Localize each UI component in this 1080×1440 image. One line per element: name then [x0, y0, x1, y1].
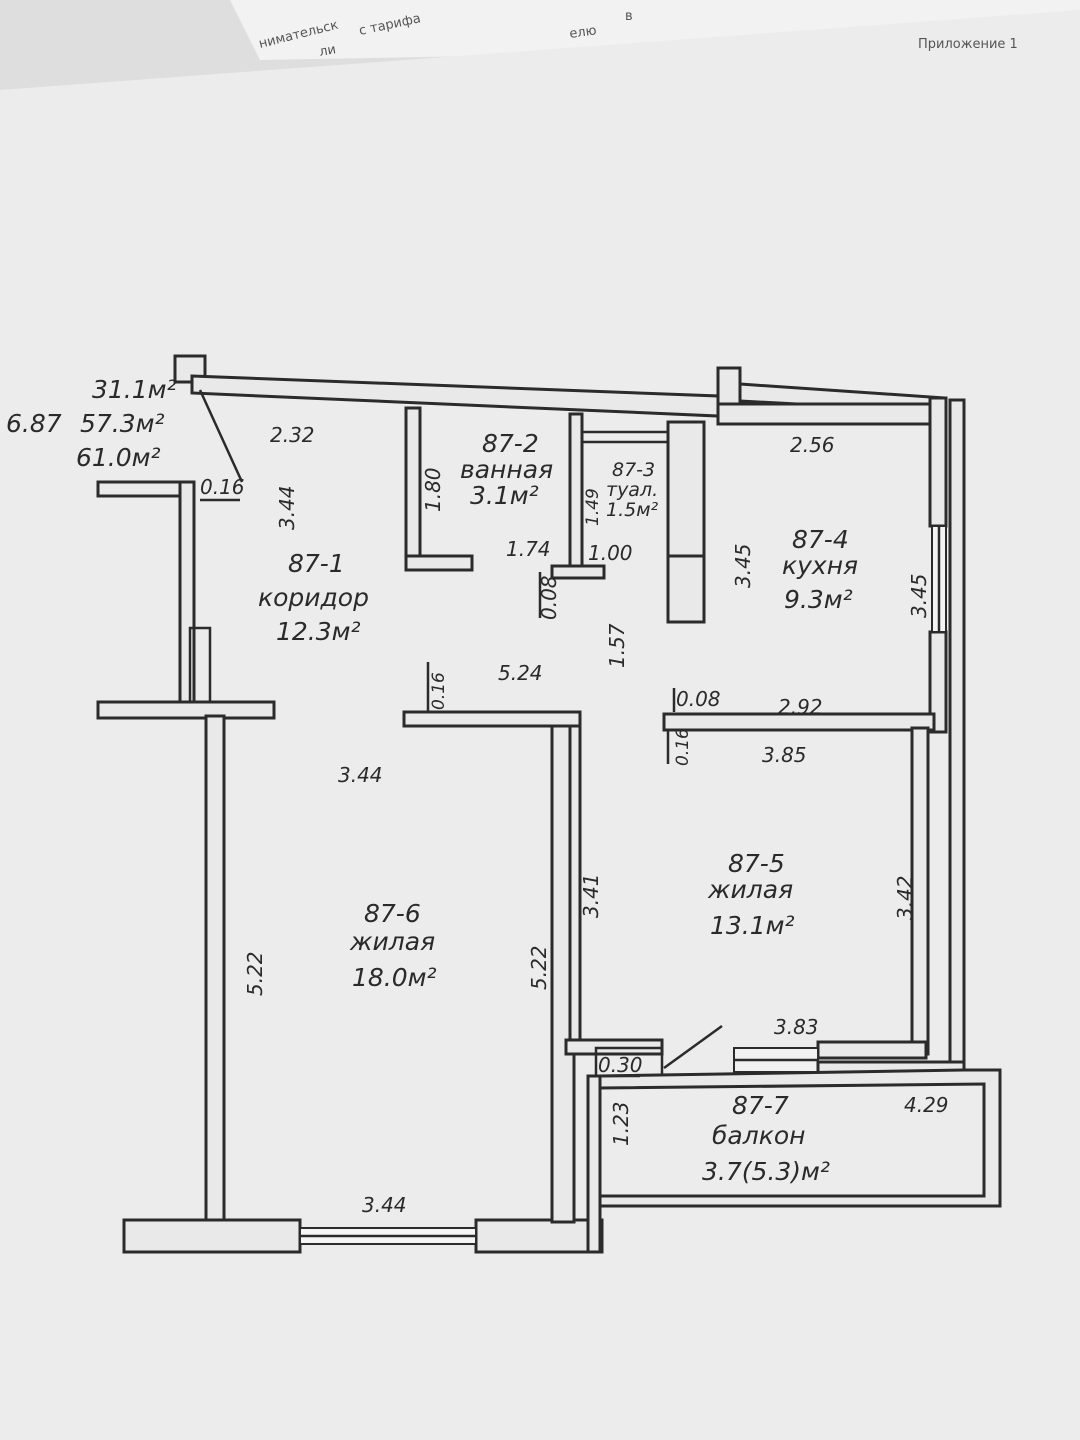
room-87-3: 87-3 туал. 1.5м² [606, 459, 659, 521]
room-name: жилая [707, 875, 793, 904]
dimension-label: 3.83 [774, 1015, 819, 1039]
dimension-label: 3.44 [362, 1193, 407, 1217]
dimension-label: 0.16 [429, 672, 449, 710]
room-area: 1.5м² [606, 499, 659, 521]
dimension-label: 1.23 [609, 1101, 633, 1146]
room-area: 9.3м² [784, 585, 853, 614]
room-87-2: 87-2 ванная 3.1м² [460, 429, 553, 510]
dimension-label: 1.80 [421, 467, 445, 512]
dimension-label: 3.42 [893, 875, 917, 920]
dimension-label: 2.56 [790, 433, 835, 457]
room-area: 18.0м² [352, 963, 437, 992]
room-87-5: 87-5 жилая 13.1м² [707, 849, 795, 940]
dimension-label: 3.44 [338, 763, 383, 787]
room-id: 87-2 [482, 429, 539, 458]
dimension-label: 4.29 [904, 1093, 949, 1117]
room-id: 87-6 [364, 899, 421, 928]
header-fragment-5: в [625, 9, 633, 24]
room-id: 87-7 [732, 1091, 789, 1120]
room-name: жилая [349, 927, 435, 956]
summary-block: 31.1м² 6.87 57.3м² 61.0м² [6, 375, 177, 472]
leader-line [198, 389, 244, 483]
dimension-label: 5.24 [498, 661, 543, 685]
header-fragment-4: елю [568, 23, 597, 42]
room-87-1: 87-1 коридор 12.3м² [258, 549, 369, 646]
room-name: кухня [782, 551, 858, 580]
dimension-label: 0.16 [673, 728, 693, 766]
dimension-label: 3.44 [275, 485, 299, 530]
summary-line-3: 61.0м² [76, 443, 161, 472]
room-id: 87-4 [792, 525, 849, 554]
dimension-label: 1.00 [588, 541, 633, 565]
dimension-label: 0.08 [537, 575, 561, 620]
room-name: туал. [606, 479, 658, 501]
dimension-label: 0.30 [598, 1053, 643, 1077]
dimension-label: 5.22 [527, 945, 551, 990]
dimension-label: 5.22 [243, 951, 267, 996]
dimension-label: 3.45 [731, 543, 755, 588]
room-id: 87-5 [728, 849, 785, 878]
header-fragment-3: ли [318, 42, 337, 60]
dimension-label: 3.85 [762, 743, 807, 767]
room-name: ванная [460, 455, 553, 484]
room-area: 3.1м² [470, 481, 539, 510]
dimensions: 2.32 0.16 3.44 1.80 1.74 1.49 1.00 0.08 … [200, 423, 949, 1217]
header-fragment-6: Приложение 1 [918, 37, 1018, 52]
room-id: 87-1 [288, 549, 345, 578]
room-name: коридор [258, 583, 369, 612]
dimension-label: 2.92 [778, 695, 823, 719]
dimension-label: 1.57 [605, 623, 629, 668]
room-87-4: 87-4 кухня 9.3м² [782, 525, 858, 614]
room-area: 13.1м² [710, 911, 795, 940]
room-87-6: 87-6 жилая 18.0м² [349, 899, 437, 992]
room-id: 87-3 [612, 459, 655, 481]
dimension-label: 3.45 [907, 573, 931, 618]
dimension-label: 2.32 [270, 423, 315, 447]
summary-line-2: 57.3м² [80, 409, 165, 438]
room-area: 3.7(5.3)м² [702, 1157, 830, 1186]
dimension-label: 0.08 [676, 687, 721, 711]
room-87-7: 87-7 балкон 3.7(5.3)м² [702, 1091, 830, 1186]
dimension-label: 1.49 [583, 488, 603, 526]
summary-line-1: 31.1м² [92, 375, 177, 404]
dimension-label: 0.16 [200, 475, 245, 499]
room-name: балкон [712, 1121, 805, 1150]
dimension-label: 1.74 [506, 537, 551, 561]
dimension-label: 3.41 [579, 873, 603, 918]
summary-prefix: 6.87 [6, 409, 62, 438]
room-area: 12.3м² [276, 617, 361, 646]
walls [96, 354, 1002, 1254]
